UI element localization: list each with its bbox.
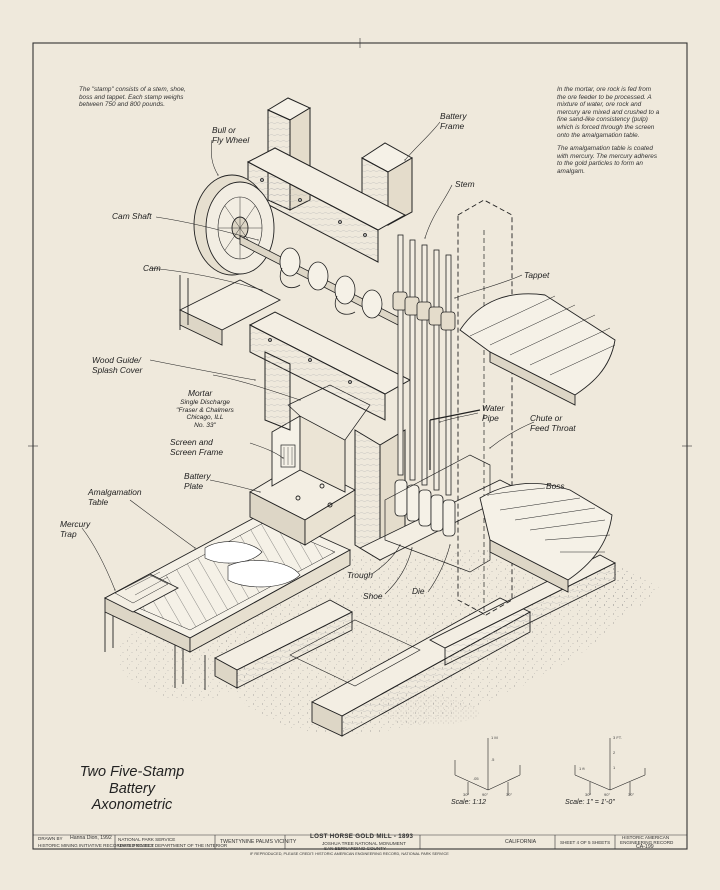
amalgamation-note: The amalgamation table is coated with me… <box>557 145 658 175</box>
scale-left-tick: 30° <box>463 792 470 797</box>
title-line-3: Axonometric <box>91 797 173 813</box>
scale-left-tick: .5 <box>491 757 495 762</box>
stamp-note: The "stamp" consists of a stem, shoe, bo… <box>79 86 186 109</box>
tb-survey-1: HISTORIC AMERICAN <box>622 835 670 840</box>
feeder-platform-drawing <box>178 275 281 346</box>
tb-survey-no: CA-199 <box>636 844 654 850</box>
tb-park: JOSHUA TREE NATIONAL MONUMENT <box>322 841 406 846</box>
tb-project: HISTORIC MINING INITIATIVE RECORDING PRO… <box>38 843 154 848</box>
scale-right-tick: 1 <box>613 765 616 770</box>
amalgamation-table-drawing <box>103 511 352 690</box>
label-shoe: Shoe <box>363 591 383 601</box>
scale-left-drawing <box>454 738 521 795</box>
label-die: Die <box>412 586 425 596</box>
tb-footer: IF REPRODUCED, PLEASE CREDIT: HISTORIC A… <box>250 852 449 856</box>
stamps-drawing <box>384 199 513 616</box>
mortar-process-note: In the mortar, ore rock is fed from the … <box>557 86 660 139</box>
label-screen-frame: Screen and Screen Frame <box>170 437 224 457</box>
label-amalgamation-table: Amalgamation Table <box>88 487 142 507</box>
drawing-title: Two Five-Stamp Battery Axonometric <box>62 764 202 814</box>
scale-left-tick: 90° <box>482 792 489 797</box>
tb-delineator-label: DRAWN BY <box>38 836 63 841</box>
tb-location: TWENTYNINE PALMS VICINITY <box>220 839 297 845</box>
mortar-detail-note: Single Discharge "Fraser & Chalmers Chic… <box>176 399 234 429</box>
label-cam: Cam <box>143 263 161 273</box>
scale-right-tick: 2 <box>613 750 616 755</box>
scale-right-tick: 3 FT. <box>613 735 622 740</box>
tb-sheet: SHEET 4 OF 5 SHEETS <box>560 840 611 845</box>
label-wood-guide: Wood Guide/ Splash Cover <box>92 355 143 375</box>
label-boss: Boss <box>546 481 565 491</box>
label-bull-wheel: Bull or Fly Wheel <box>212 125 250 145</box>
label-tappet: Tappet <box>524 270 550 280</box>
tb-agency-2: UNITED STATES DEPARTMENT OF THE INTERIOR <box>118 843 228 848</box>
scale-left-tick: .05 <box>473 776 479 781</box>
label-chute: Chute or Feed Throat <box>530 413 576 433</box>
scale-right-drawing <box>574 738 646 795</box>
tb-agency-1: NATIONAL PARK SERVICE <box>118 837 176 842</box>
scale-right-tick: 1 ft <box>579 766 585 771</box>
label-mercury-trap: Mercury Trap <box>60 519 91 539</box>
sheet-border <box>28 38 692 850</box>
label-stem: Stem <box>455 179 475 189</box>
upper-deck-drawing <box>459 293 616 406</box>
scale-right-tick: 90° <box>604 792 611 797</box>
tb-county: SAN BERNARDINO COUNTY <box>324 846 387 851</box>
title-line-1: Two Five-Stamp <box>79 764 185 780</box>
scale-right-tick: 30° <box>628 792 635 797</box>
mortar-note-block: In the mortar, ore rock is fed from the … <box>557 86 660 176</box>
tb-survey-2: ENGINEERING RECORD <box>620 840 674 845</box>
label-trough: Trough <box>347 570 373 580</box>
battery-frame-drawing <box>246 97 521 561</box>
scale-right-tick: 30° <box>585 792 592 797</box>
scale-left-tick: 1 M <box>491 735 498 740</box>
label-mortar: Mortar <box>188 388 213 398</box>
tb-delineator: Hanna Dion, 1992 <box>70 835 112 841</box>
tb-mill-name: LOST HORSE GOLD MILL - 1893 <box>310 833 414 840</box>
label-cam-shaft: Cam Shaft <box>112 211 152 221</box>
label-battery-plate: Battery Plate <box>184 471 211 491</box>
label-battery-frame: Battery Frame <box>440 111 467 131</box>
scale-left-tick: 30° <box>506 792 513 797</box>
title-line-2: Battery <box>109 780 155 797</box>
lower-deck-drawing <box>479 482 613 593</box>
label-water-pipe: Water Pipe <box>482 403 505 423</box>
scale-right-label: Scale: 1" = 1'-0" <box>565 799 615 806</box>
leader-lines <box>81 121 546 595</box>
title-block-lines <box>114 835 616 849</box>
tb-state: CALIFORNIA <box>505 839 537 845</box>
scale-left-label: Scale: 1:12 <box>451 799 487 806</box>
